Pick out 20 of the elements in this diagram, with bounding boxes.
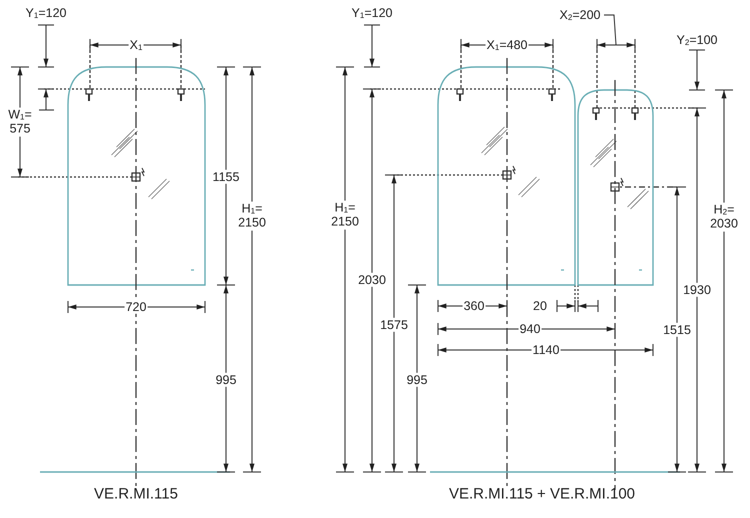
dimension-label: Y$_{2}$=100 — [676, 32, 718, 48]
dimension-label: 940 — [518, 322, 542, 336]
dimension-label: 1140 — [532, 342, 560, 358]
dimension-label: 1155 — [212, 170, 240, 184]
dimension-label: Y$_{1}$=120 — [350, 6, 394, 20]
dimension-label: 720 — [124, 300, 148, 314]
dimension-label: 995 — [214, 372, 238, 388]
dimension-label: 360 — [462, 298, 486, 314]
dimension-label: X$_{1}$ — [128, 38, 144, 52]
dimension-label: 20 — [532, 298, 548, 314]
dimension-label: 1515 — [662, 322, 692, 338]
dimension-label: X$_{2}$=200 — [558, 8, 602, 22]
dimension-label: 1575 — [379, 318, 409, 332]
drawing-caption: VE.R.MI.115 — [93, 485, 179, 503]
dimension-label: 2030 — [357, 272, 387, 288]
drawing-caption: VE.R.MI.115 + VE.R.MI.100 — [448, 485, 636, 503]
dimension-label: Y$_{1}$=120 — [24, 6, 68, 20]
dimension-label: 995 — [406, 372, 428, 388]
dimension-label: 1930 — [682, 282, 712, 298]
dimension-label: X$_{1}$=480 — [486, 38, 528, 52]
